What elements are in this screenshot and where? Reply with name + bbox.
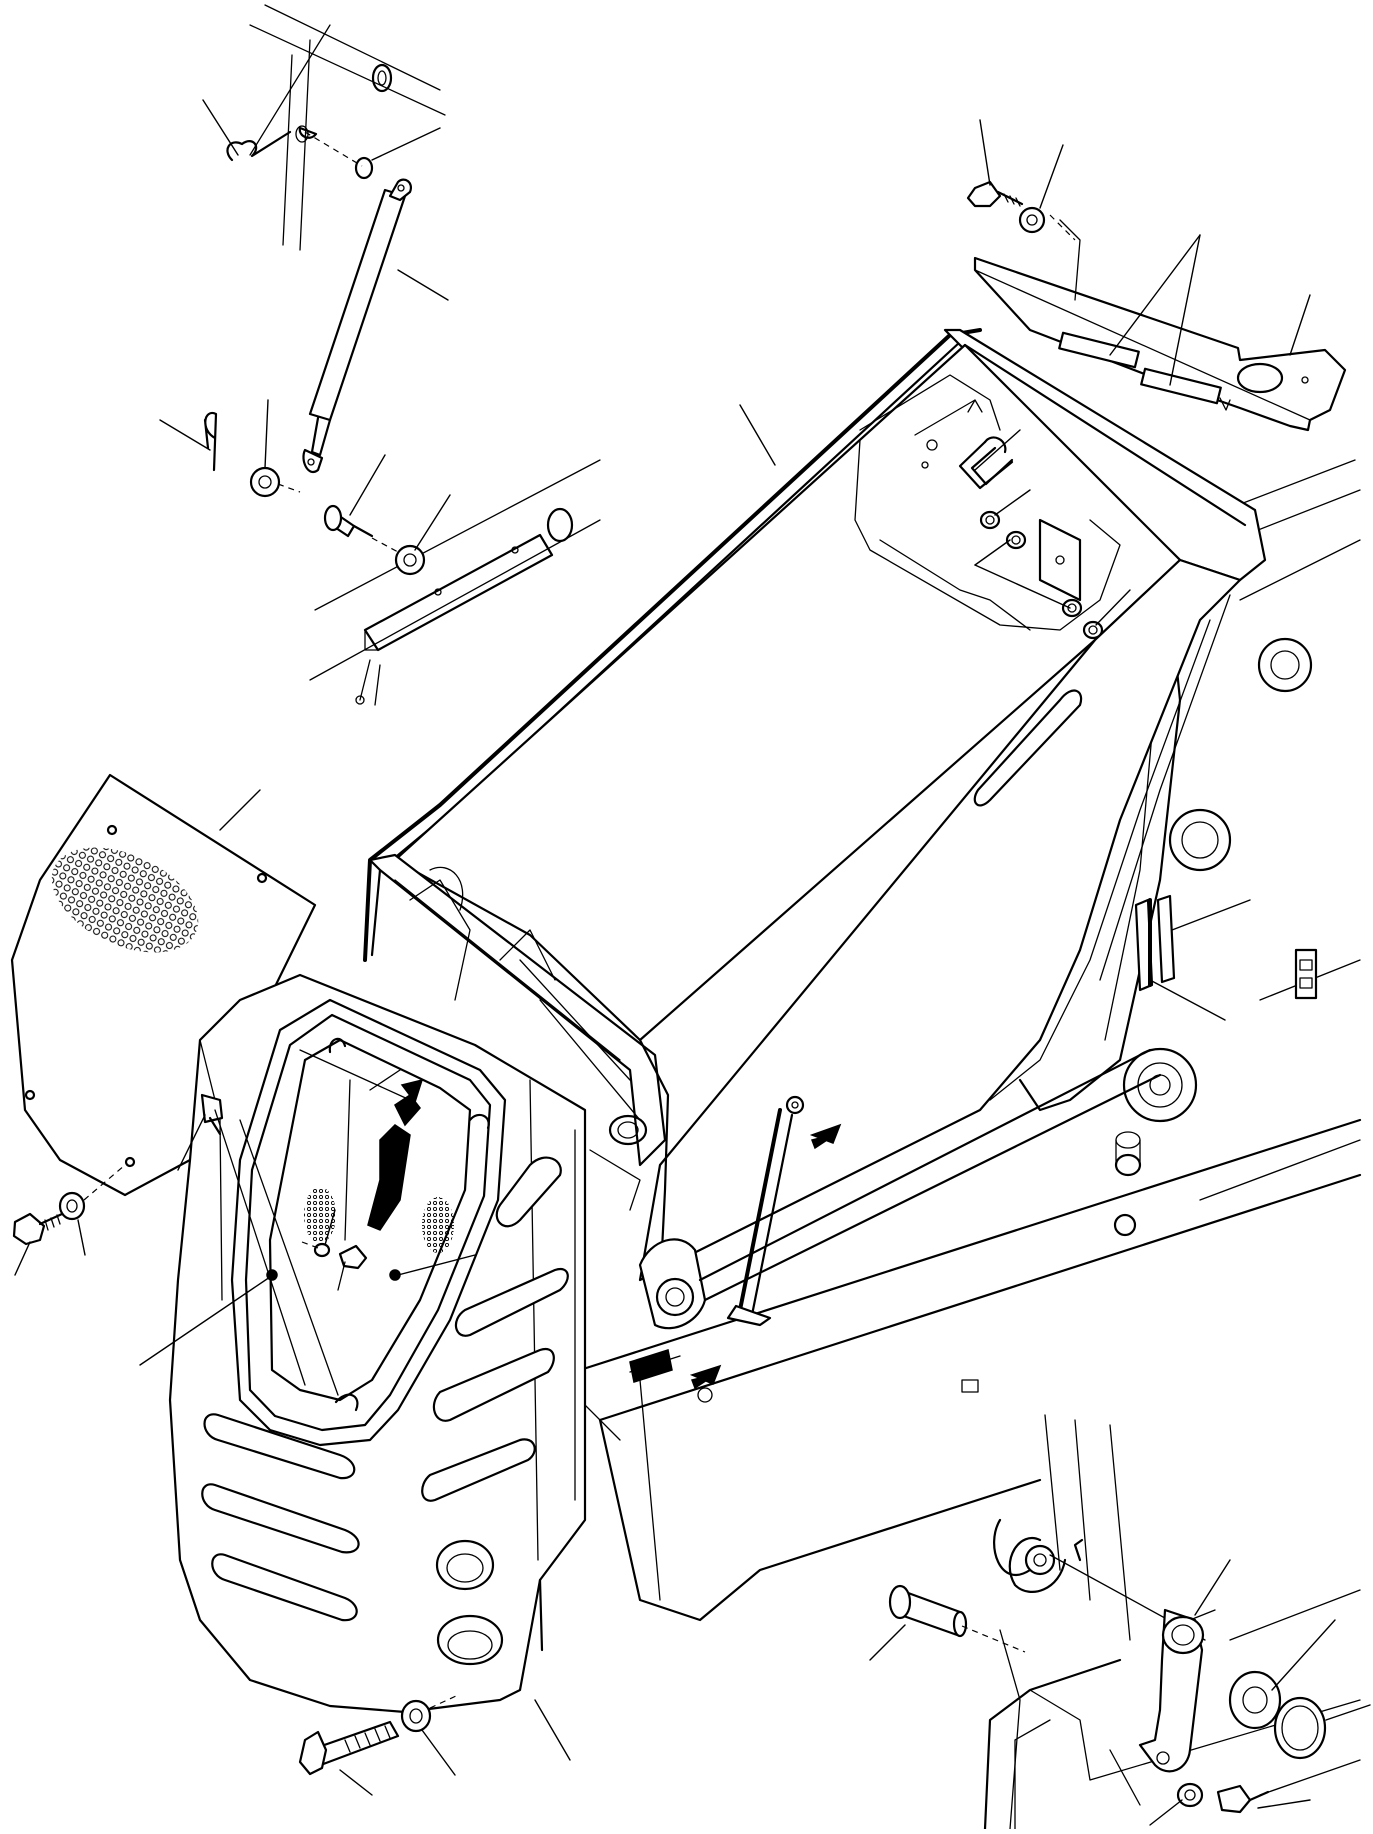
ventilation-perforations [51,847,199,953]
arrow-upper [809,1123,842,1150]
washer-panel [58,1191,86,1221]
rear-cover-bracket [966,180,1347,432]
front-grille [168,973,587,1714]
spacer-strip-b [1140,367,1222,405]
bolt-grille [338,1244,368,1270]
spacer-strip-a [1058,331,1140,369]
panel-fixings [12,1164,126,1246]
washer-strut-b [394,544,426,576]
latch-handle [367,1124,411,1231]
stay-pivot [785,1095,805,1115]
leader-lines [14,99,1371,1826]
bolt-top-right [966,180,1002,208]
grille-clip [200,1093,224,1124]
bolt-link [1216,1784,1252,1814]
nut-d [1082,620,1104,640]
washer-strut-a [249,466,281,498]
grille-perforations-a [304,1187,336,1243]
main-cover [363,328,1267,1330]
seal-strip [629,1349,673,1383]
gas-strut [302,178,412,473]
nut-c [1061,598,1083,618]
pivot-link-assembly [888,1414,1361,1831]
perforated-side-panel [10,773,317,1197]
tow-hole-lower [436,1614,504,1666]
split-pin-upper [226,130,292,162]
decal-a [1156,894,1176,984]
nut-a [979,510,1001,530]
grille-bottom-fixings [298,1695,457,1776]
frame-clip [1294,948,1318,1000]
upper-mount-background [226,4,601,706]
split-pin-lower [203,411,218,472]
side-slot [973,689,1083,807]
washer-top-right [1018,206,1046,234]
bush [1228,1670,1282,1730]
arrow-lower [689,1364,722,1390]
grille-perforations-b [422,1197,454,1253]
washer-grille [313,1242,331,1258]
bolt-panel [12,1212,46,1246]
nut-b [1005,530,1027,550]
direction-arrows [629,1123,842,1390]
washer-link [1176,1782,1204,1808]
washer-upper [354,156,374,180]
strut-lower-fixings [203,411,426,576]
washer-bottom [400,1699,432,1733]
